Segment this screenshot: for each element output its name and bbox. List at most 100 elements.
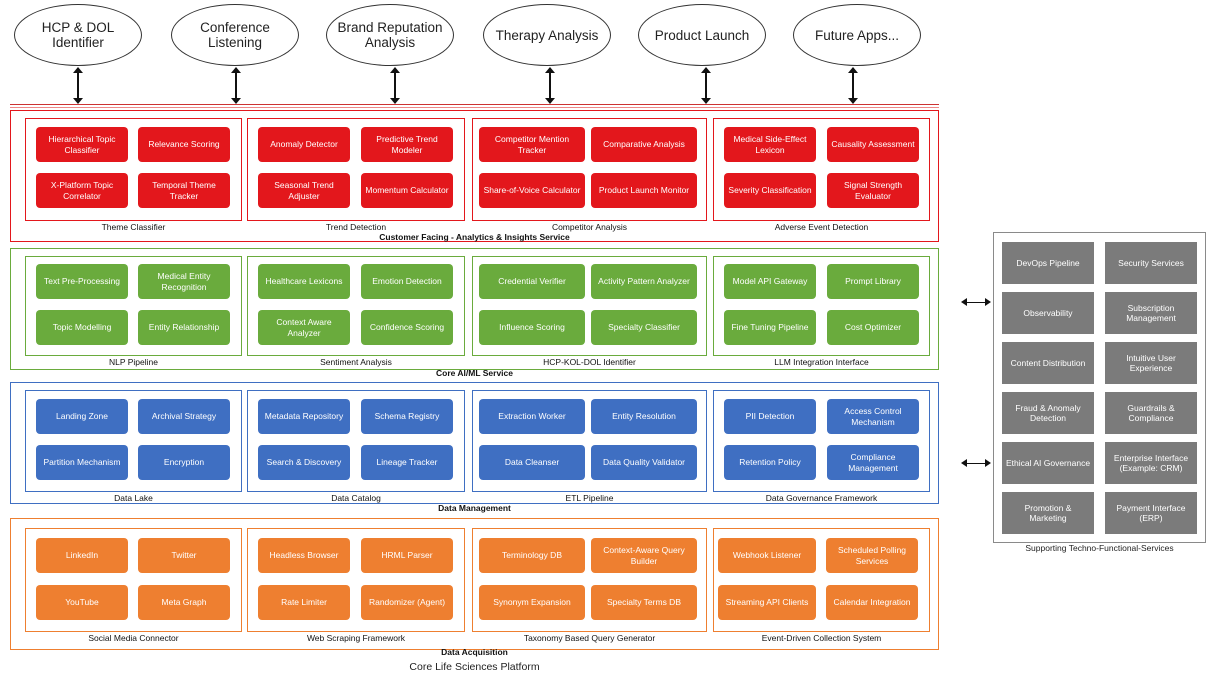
service-box[interactable]: Context-Aware Query Builder bbox=[591, 538, 697, 573]
service-box[interactable]: X-Platform Topic Correlator bbox=[36, 173, 128, 208]
service-box[interactable]: Compliance Management bbox=[827, 445, 919, 480]
group-hcp-kol-dol: Credential Verifier Activity Pattern Ana… bbox=[472, 256, 707, 367]
service-box[interactable]: Activity Pattern Analyzer bbox=[591, 264, 697, 299]
side-box[interactable]: Payment Interface (ERP) bbox=[1105, 492, 1197, 534]
group-label: Sentiment Analysis bbox=[320, 357, 392, 367]
service-box[interactable]: Entity Relationship bbox=[138, 310, 230, 345]
service-box[interactable]: Schema Registry bbox=[361, 399, 453, 434]
service-box[interactable]: Terminology DB bbox=[479, 538, 585, 573]
service-box[interactable]: Data Quality Validator bbox=[591, 445, 697, 480]
service-box[interactable]: Momentum Calculator bbox=[361, 173, 453, 208]
service-box[interactable]: Lineage Tracker bbox=[361, 445, 453, 480]
service-box[interactable]: Medical Side-Effect Lexicon bbox=[724, 127, 816, 162]
service-box[interactable]: Calendar Integration bbox=[826, 585, 918, 620]
service-box[interactable]: Specialty Classifier bbox=[591, 310, 697, 345]
service-box[interactable]: Topic Modelling bbox=[36, 310, 128, 345]
group-label: NLP Pipeline bbox=[109, 357, 158, 367]
service-box[interactable]: Competitor Mention Tracker bbox=[479, 127, 585, 162]
app-ellipse-therapy[interactable]: Therapy Analysis bbox=[483, 4, 611, 66]
side-box[interactable]: Ethical AI Governance bbox=[1002, 442, 1094, 484]
service-box[interactable]: Twitter bbox=[138, 538, 230, 573]
service-box[interactable]: Rate Limiter bbox=[258, 585, 350, 620]
service-box[interactable]: LinkedIn bbox=[36, 538, 128, 573]
group-label: Social Media Connector bbox=[88, 633, 179, 643]
service-box[interactable]: Partition Mechanism bbox=[36, 445, 128, 480]
app-ellipse-conference[interactable]: Conference Listening bbox=[171, 4, 299, 66]
service-box[interactable]: Scheduled Polling Services bbox=[826, 538, 918, 573]
group-label: ETL Pipeline bbox=[565, 493, 614, 503]
side-box[interactable]: Enterprise Interface (Example: CRM) bbox=[1105, 442, 1197, 484]
service-box[interactable]: Healthcare Lexicons bbox=[258, 264, 350, 299]
group-label: Data Governance Framework bbox=[765, 493, 878, 503]
service-box[interactable]: Extraction Worker bbox=[479, 399, 585, 434]
service-box[interactable]: Product Launch Monitor bbox=[591, 173, 697, 208]
side-box[interactable]: Security Services bbox=[1105, 242, 1197, 284]
side-box[interactable]: Guardrails & Compliance bbox=[1105, 392, 1197, 434]
service-box[interactable]: Seasonal Trend Adjuster bbox=[258, 173, 350, 208]
app-label: Conference Listening bbox=[200, 20, 270, 50]
service-box[interactable]: Medical Entity Recognition bbox=[138, 264, 230, 299]
service-box[interactable]: Severity Classification bbox=[724, 173, 816, 208]
side-box[interactable]: Intuitive User Experience bbox=[1105, 342, 1197, 384]
side-box[interactable]: Subscription Management bbox=[1105, 292, 1197, 334]
service-box[interactable]: Entity Resolution bbox=[591, 399, 697, 434]
group-data-catalog: Metadata Repository Schema Registry Sear… bbox=[247, 390, 465, 503]
group-social-media: LinkedIn Twitter YouTube Meta Graph Soci… bbox=[25, 528, 242, 643]
service-box[interactable]: Fine Tuning Pipeline bbox=[724, 310, 816, 345]
side-box[interactable]: Content Distribution bbox=[1002, 342, 1094, 384]
service-box[interactable]: Influence Scoring bbox=[479, 310, 585, 345]
service-box[interactable]: Prompt Library bbox=[827, 264, 919, 299]
service-box[interactable]: Comparative Analysis bbox=[591, 127, 697, 162]
service-box[interactable]: Archival Strategy bbox=[138, 399, 230, 434]
side-box[interactable]: DevOps Pipeline bbox=[1002, 242, 1094, 284]
service-box[interactable]: Context Aware Analyzer bbox=[258, 310, 350, 345]
app-ellipse-future[interactable]: Future Apps... bbox=[793, 4, 921, 66]
service-box[interactable]: HRML Parser bbox=[361, 538, 453, 573]
double-arrow-icon bbox=[701, 67, 711, 104]
service-box[interactable]: Retention Policy bbox=[724, 445, 816, 480]
service-box[interactable]: Temporal Theme Tracker bbox=[138, 173, 230, 208]
group-data-lake: Landing Zone Archival Strategy Partition… bbox=[25, 390, 242, 503]
group-adverse-event: Medical Side-Effect Lexicon Causality As… bbox=[713, 118, 930, 232]
side-box[interactable]: Promotion & Marketing bbox=[1002, 492, 1094, 534]
service-box[interactable]: Metadata Repository bbox=[258, 399, 350, 434]
service-box[interactable]: Specialty Terms DB bbox=[591, 585, 697, 620]
service-box[interactable]: Credential Verifier bbox=[479, 264, 585, 299]
group-label: Competitor Analysis bbox=[551, 222, 628, 232]
side-box[interactable]: Observability bbox=[1002, 292, 1094, 334]
service-box[interactable]: Text Pre-Processing bbox=[36, 264, 128, 299]
service-box[interactable]: Predictive Trend Modeler bbox=[361, 127, 453, 162]
app-ellipse-launch[interactable]: Product Launch bbox=[638, 4, 766, 66]
double-arrow-icon bbox=[848, 67, 858, 104]
service-box[interactable]: Randomizer (Agent) bbox=[361, 585, 453, 620]
service-box[interactable]: PII Detection bbox=[724, 399, 816, 434]
service-box[interactable]: Confidence Scoring bbox=[361, 310, 453, 345]
service-box[interactable]: Synonym Expansion bbox=[479, 585, 585, 620]
app-ellipse-brand[interactable]: Brand Reputation Analysis bbox=[326, 4, 454, 66]
service-box[interactable]: Data Cleanser bbox=[479, 445, 585, 480]
service-box[interactable]: Streaming API Clients bbox=[718, 585, 816, 620]
service-box[interactable]: Share-of-Voice Calculator bbox=[479, 173, 585, 208]
side-box[interactable]: Fraud & Anomaly Detection bbox=[1002, 392, 1094, 434]
service-box[interactable]: Meta Graph bbox=[138, 585, 230, 620]
service-box[interactable]: Anomaly Detector bbox=[258, 127, 350, 162]
service-box[interactable]: Emotion Detection bbox=[361, 264, 453, 299]
service-box[interactable]: Causality Assessment bbox=[827, 127, 919, 162]
double-arrow-icon bbox=[961, 459, 991, 467]
service-box[interactable]: Model API Gateway bbox=[724, 264, 816, 299]
service-box[interactable]: Hierarchical Topic Classifier bbox=[36, 127, 128, 162]
service-box[interactable]: YouTube bbox=[36, 585, 128, 620]
service-box[interactable]: Search & Discovery bbox=[258, 445, 350, 480]
layer-data-management: Data Management Landing Zone Archival St… bbox=[10, 382, 939, 513]
service-box[interactable]: Signal Strength Evaluator bbox=[827, 173, 919, 208]
service-box[interactable]: Access Control Mechanism bbox=[827, 399, 919, 434]
app-ellipse-hcp-dol[interactable]: HCP & DOL Identifier bbox=[14, 4, 142, 66]
service-box[interactable]: Relevance Scoring bbox=[138, 127, 230, 162]
service-box[interactable]: Cost Optimizer bbox=[827, 310, 919, 345]
service-box[interactable]: Encryption bbox=[138, 445, 230, 480]
service-box[interactable]: Landing Zone bbox=[36, 399, 128, 434]
group-etl-pipeline: Extraction Worker Entity Resolution Data… bbox=[472, 390, 707, 503]
group-label: Data Catalog bbox=[331, 493, 381, 503]
service-box[interactable]: Headless Browser bbox=[258, 538, 350, 573]
service-box[interactable]: Webhook Listener bbox=[718, 538, 816, 573]
